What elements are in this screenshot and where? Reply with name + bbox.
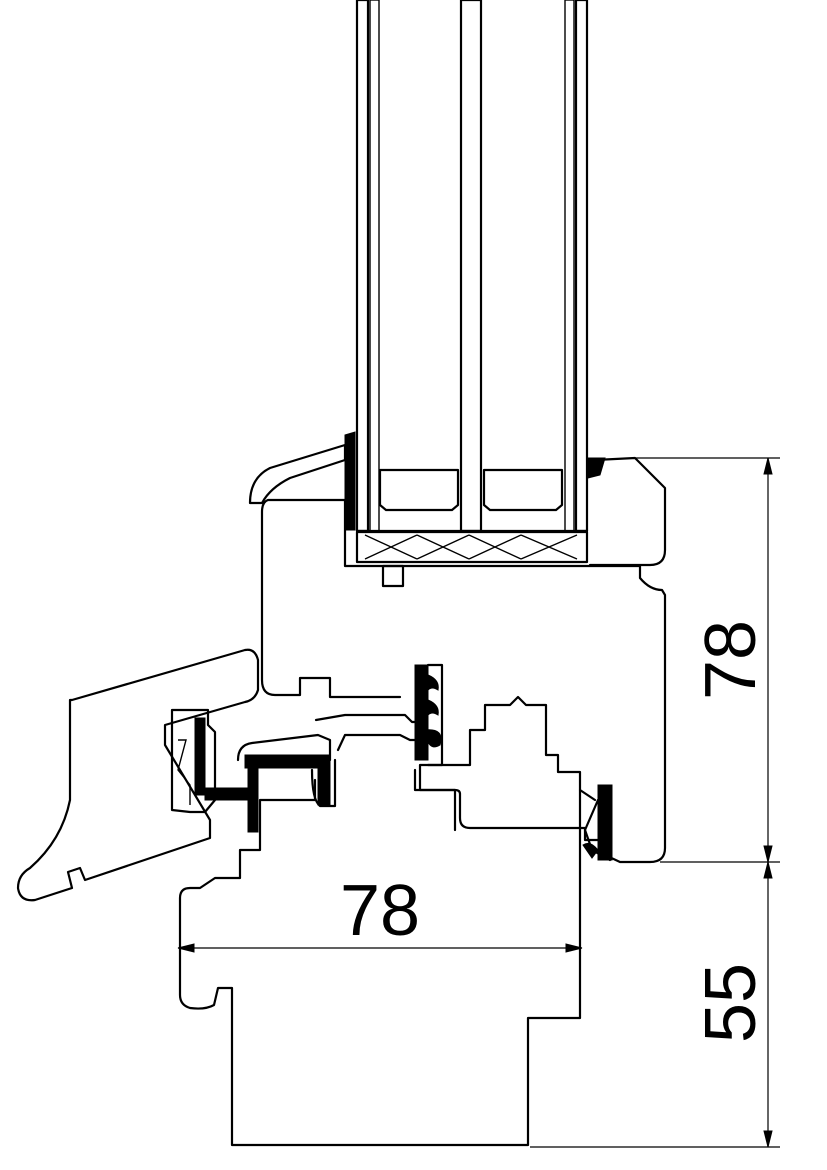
glazing-gasket-inner: [587, 457, 606, 479]
frame-profile: [178, 778, 582, 1147]
dimension-label-frame-height: 55: [691, 963, 771, 1043]
glazing-block: [355, 530, 589, 588]
glazing-bead: [248, 443, 347, 505]
dimension-label-sash-height: 78: [691, 620, 771, 700]
weather-drip: [16, 648, 260, 902]
hardware-groove: [204, 713, 422, 833]
triple-glazing-unit: [355, 0, 589, 533]
sash-profile: [260, 498, 667, 864]
center-seal-gasket: [414, 663, 444, 767]
glass-spacers: [378, 468, 564, 512]
dimension-frame-height: 55: [530, 861, 780, 1148]
frame-step: [413, 768, 457, 832]
glazing-gasket-outer: [344, 431, 356, 531]
dimension-sash-height: 78: [632, 457, 780, 863]
dimension-frame-width: 78: [177, 871, 583, 953]
room-side-gasket: [582, 784, 613, 862]
dimension-label-frame-width: 78: [340, 871, 420, 951]
inner-glazing-bead: [588, 456, 667, 567]
